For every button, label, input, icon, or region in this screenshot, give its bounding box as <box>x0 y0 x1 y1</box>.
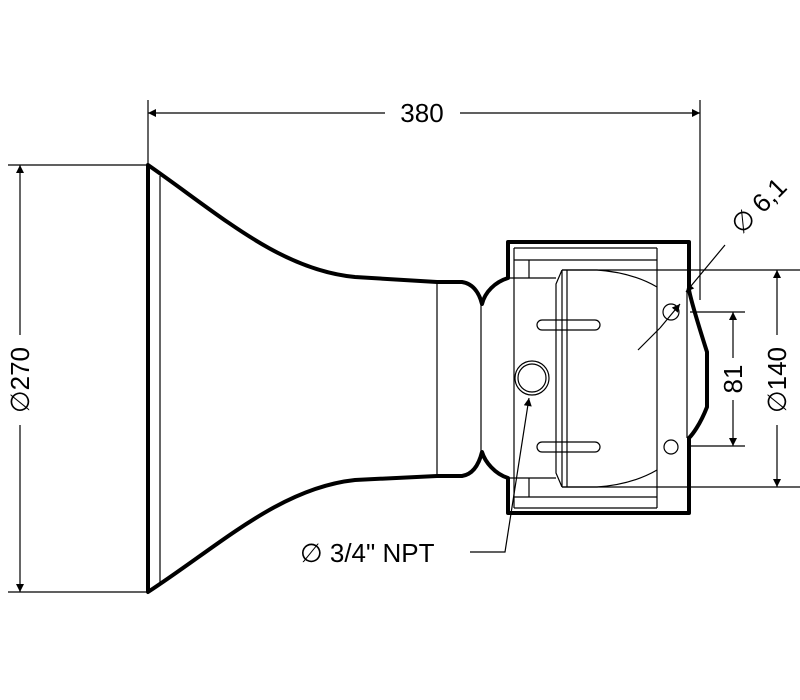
dimension-hole: ∅ 6,1 <box>637 172 793 351</box>
dimension-label: 81 <box>718 365 748 394</box>
dimension-label: ∅ 6,1 <box>725 172 793 240</box>
horn-body <box>146 163 709 594</box>
dimension-380: 380 <box>147 98 701 300</box>
dimension-label: 380 <box>400 98 443 128</box>
housing-detail <box>508 247 688 509</box>
mounting-slot <box>536 441 601 453</box>
mounting-slot <box>536 319 601 331</box>
dimension-label: ∅ 3/4" NPT <box>300 538 435 568</box>
dimension-label: ∅270 <box>5 347 35 413</box>
dimension-label: ∅140 <box>762 347 792 413</box>
dimension-81: 81 <box>690 311 748 447</box>
dimension-140: ∅140 <box>562 269 800 488</box>
mounting-hole <box>662 303 680 321</box>
mounting-hole <box>663 439 679 455</box>
dimension-conduit: ∅ 3/4" NPT <box>300 397 532 568</box>
conduit-port <box>514 360 550 396</box>
dimension-270: ∅270 <box>5 164 148 593</box>
